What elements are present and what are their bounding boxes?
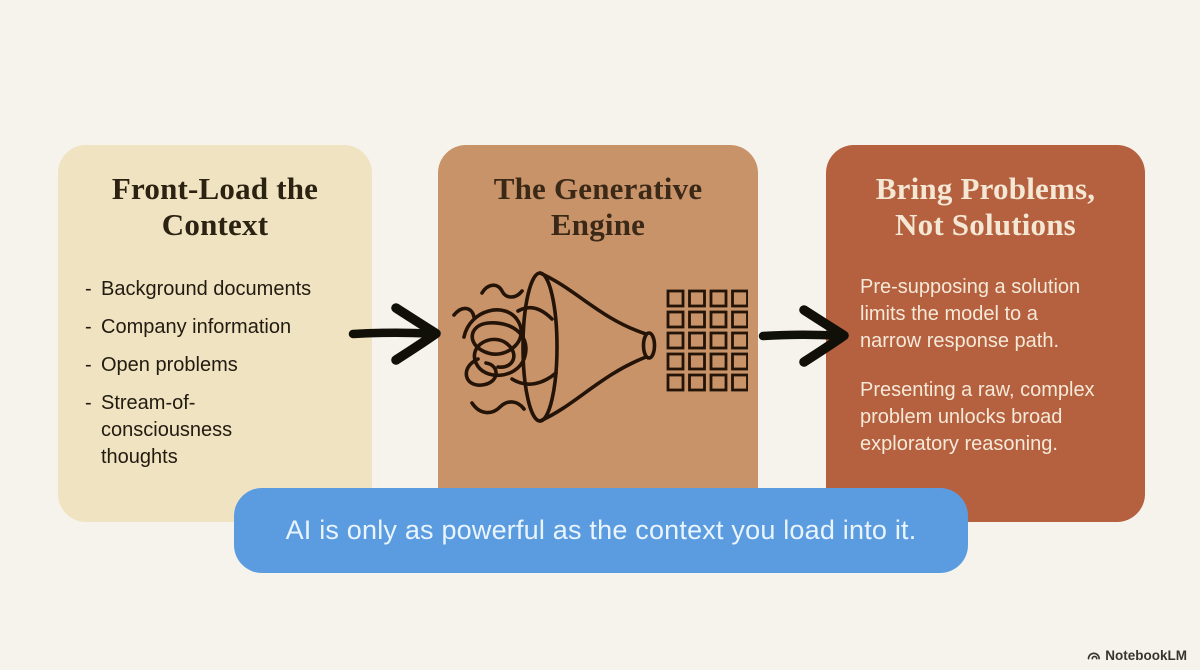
card-bring-problems: Bring Problems, Not Solutions Pre-suppos… (826, 145, 1145, 522)
funnel-illustration (452, 271, 748, 423)
notebooklm-logo: NotebookLM (1086, 648, 1187, 663)
bullet-dash: - (85, 353, 92, 376)
bullet-text: Company information (101, 315, 292, 338)
bring-problems-title: Bring Problems, Not Solutions (826, 171, 1145, 243)
key-takeaway-banner: AI is only as powerful as the context yo… (234, 488, 968, 573)
bullet-text: Background documents (101, 277, 312, 300)
bring-problems-title-line2: Not Solutions (895, 206, 1076, 242)
notebooklm-icon (1087, 652, 1101, 660)
tangled-scribble-icon (452, 283, 558, 415)
notebooklm-wordmark: NotebookLM (1105, 648, 1187, 663)
key-takeaway-text: AI is only as powerful as the context yo… (285, 515, 917, 545)
bullet-text: Stream-of-consciousness thoughts (101, 391, 233, 468)
paragraph-presupposing-solution: Pre-supposing a solution limits the mode… (860, 275, 1081, 352)
ordered-grid-icon (666, 289, 748, 392)
bullet-dash: - (85, 391, 92, 414)
generative-engine-title-line2: Engine (550, 206, 646, 242)
bullet-item-background-documents: - Background documents (85, 276, 372, 303)
context-bullet-list: - Background documents - Company informa… (85, 276, 372, 471)
bullet-text: Open problems (101, 353, 238, 376)
front-load-context-title-line1: Front-Load the (111, 171, 319, 206)
bullet-item-company-information: - Company information (85, 314, 372, 341)
bring-problems-title-line1: Bring Problems, (875, 171, 1096, 206)
bullet-dash: - (85, 315, 92, 338)
generative-engine-title: The Generative Engine (438, 171, 758, 243)
card-generative-engine: The Generative Engine (438, 145, 758, 515)
arrow-right-icon (758, 305, 849, 367)
bring-problems-body: Pre-supposing a solution limits the mode… (860, 274, 1115, 458)
card-front-load-context: Front-Load the Context - Background docu… (58, 145, 372, 522)
front-load-context-title-line2: Context (161, 206, 269, 242)
generative-engine-title-line1: The Generative (493, 171, 703, 206)
paragraph-presenting-raw-problem: Presenting a raw, complex problem unlock… (860, 378, 1095, 455)
bullet-item-open-problems: - Open problems (85, 352, 372, 379)
bullet-item-stream-of-consciousness: - Stream-of-consciousness thoughts (85, 390, 372, 471)
arrow-right-icon (348, 303, 441, 365)
funnel-icon (521, 271, 657, 423)
front-load-context-title: Front-Load the Context (58, 171, 372, 243)
bullet-dash: - (85, 277, 92, 300)
